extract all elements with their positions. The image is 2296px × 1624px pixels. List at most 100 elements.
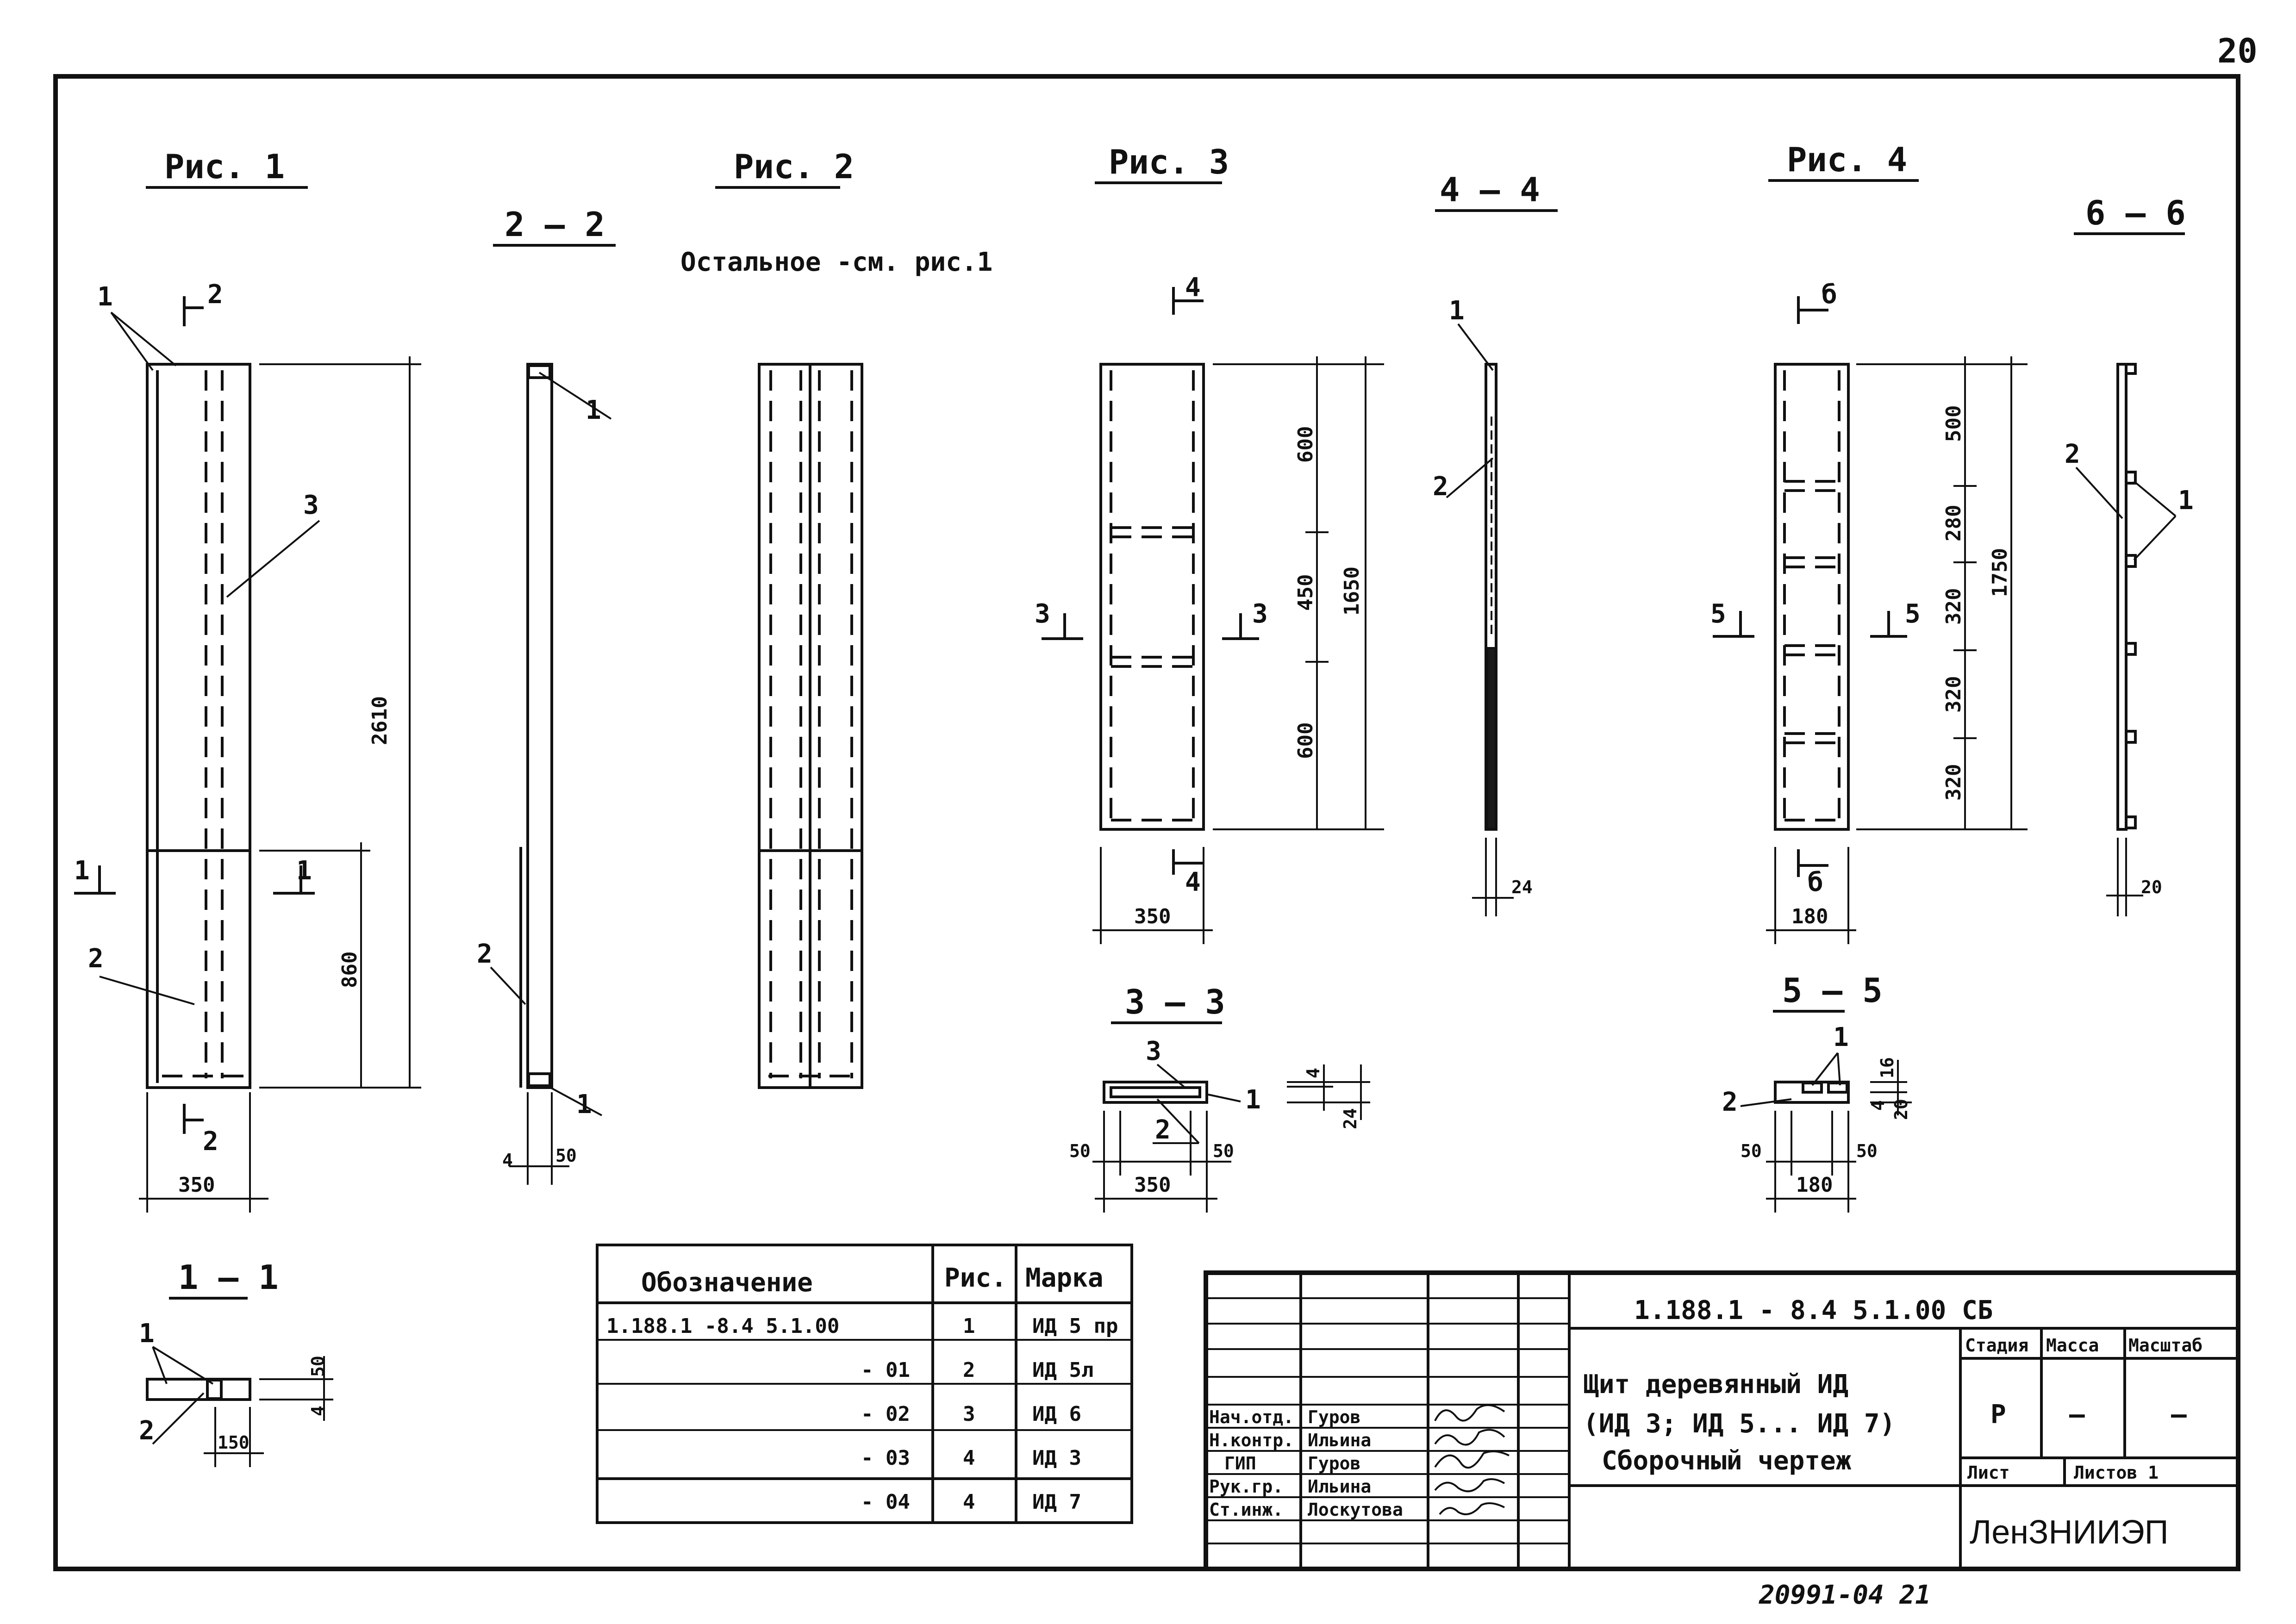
- sheet-frame: [53, 74, 2240, 1571]
- svg-text:4: 4: [1303, 1068, 1323, 1078]
- section-4-4: 4 — 4 1 2 24: [1433, 170, 1558, 916]
- svg-text:350: 350: [1134, 905, 1171, 928]
- svg-text:16: 16: [1877, 1057, 1897, 1078]
- spec-header-designation: Обозначение: [641, 1268, 813, 1298]
- svg-text:860: 860: [338, 952, 362, 988]
- signature-name: Лоскутова: [1308, 1500, 1403, 1520]
- signature-name: Гуров: [1308, 1453, 1360, 1474]
- mass-header: Масса: [2046, 1335, 2099, 1356]
- svg-text:2: 2: [1722, 1087, 1738, 1117]
- svg-text:4: 4: [1185, 273, 1201, 303]
- rest-see-note: Остальное -см. рис.1: [680, 247, 992, 277]
- svg-text:4: 4: [963, 1446, 975, 1470]
- table-row: - 02: [861, 1402, 910, 1426]
- svg-text:600: 600: [1294, 426, 1317, 463]
- table-row: - 04: [861, 1490, 910, 1514]
- svg-text:24: 24: [1511, 877, 1533, 897]
- svg-text:Рис. 2: Рис. 2: [734, 147, 854, 186]
- signature-name: Ильина: [1308, 1430, 1371, 1450]
- signature-role: ГИП: [1224, 1453, 1256, 1474]
- signature-role: Нач.отд.: [1209, 1407, 1294, 1427]
- svg-text:ИД 5 пр: ИД 5 пр: [1032, 1314, 1118, 1338]
- signature-role: Ст.инж.: [1209, 1500, 1283, 1520]
- svg-text:280: 280: [1942, 505, 1965, 541]
- svg-text:320: 320: [1942, 588, 1965, 625]
- svg-text:50: 50: [1856, 1141, 1878, 1161]
- svg-text:3 — 3: 3 — 3: [1125, 983, 1225, 1021]
- svg-text:180: 180: [1796, 1173, 1833, 1197]
- svg-text:4: 4: [963, 1490, 975, 1514]
- svg-text:5 — 5: 5 — 5: [1782, 971, 1883, 1010]
- svg-text:ИД 5л: ИД 5л: [1032, 1358, 1093, 1382]
- svg-text:50: 50: [555, 1145, 577, 1166]
- svg-text:1: 1: [74, 856, 90, 886]
- spec-header-mark: Марка: [1025, 1263, 1104, 1293]
- signature-role: Рук.гр.: [1209, 1476, 1283, 1497]
- svg-text:350: 350: [178, 1173, 215, 1197]
- table-row: 1.188.1 -8.4 5.1.00: [606, 1314, 839, 1338]
- svg-text:4: 4: [502, 1150, 513, 1170]
- svg-text:б: б: [1808, 867, 1823, 897]
- figure-1: Рис. 1 2 2 1 3 2 1 1 2610 860 350: [74, 147, 421, 1213]
- doc-code: 1.188.1 - 8.4 5.1.00 СБ: [1634, 1295, 1993, 1325]
- svg-text:2: 2: [203, 1126, 218, 1157]
- svg-text:3: 3: [1252, 599, 1268, 629]
- figure-2: Рис. 2 Остальное -см. рис.1: [680, 147, 992, 1089]
- svg-text:4: 4: [308, 1406, 328, 1416]
- svg-text:1: 1: [1245, 1085, 1261, 1115]
- svg-text:Рис. 4: Рис. 4: [1787, 140, 1907, 179]
- section-5-5: 5 — 5 1 2 16 4 20 50 50 180: [1722, 971, 1912, 1213]
- svg-text:3: 3: [303, 490, 319, 520]
- section-2-2: 2 — 2 1 2 1 4 50: [477, 205, 616, 1185]
- svg-text:500: 500: [1942, 405, 1965, 442]
- svg-text:Рис. 3: Рис. 3: [1109, 143, 1229, 181]
- table-row: - 01: [861, 1358, 910, 1382]
- svg-text:1: 1: [963, 1314, 975, 1338]
- svg-text:3: 3: [963, 1402, 975, 1426]
- svg-text:1: 1: [2178, 485, 2194, 516]
- fig1-outline: [146, 363, 251, 1089]
- svg-text:5: 5: [1905, 599, 1921, 629]
- scale-value: —: [2171, 1400, 2187, 1430]
- sheets-label: Листов 1: [2074, 1462, 2159, 1483]
- svg-text:180: 180: [1791, 905, 1828, 928]
- svg-text:50: 50: [1741, 1141, 1762, 1161]
- sheet-label: Лист: [1967, 1462, 2010, 1483]
- svg-text:ИД 6: ИД 6: [1032, 1402, 1081, 1426]
- svg-text:1: 1: [139, 1319, 155, 1349]
- svg-text:150: 150: [218, 1432, 250, 1453]
- svg-text:4 — 4: 4 — 4: [1440, 170, 1540, 209]
- svg-text:50: 50: [308, 1356, 328, 1377]
- svg-text:ИД 3: ИД 3: [1032, 1446, 1081, 1470]
- svg-text:2: 2: [963, 1358, 975, 1382]
- svg-text:24: 24: [1340, 1108, 1360, 1129]
- svg-text:3: 3: [1035, 599, 1050, 629]
- doc-title-line1: Щит деревянный ИД: [1583, 1369, 1848, 1400]
- stage-value: Р: [1990, 1400, 2006, 1430]
- svg-text:320: 320: [1942, 764, 1965, 801]
- svg-text:2610: 2610: [368, 696, 392, 745]
- page-number: 20: [2217, 31, 2258, 70]
- figure-4: Рис. 4 б 5 5 б 500 280 320 320 320: [1710, 140, 2028, 944]
- svg-text:3: 3: [1146, 1036, 1161, 1066]
- svg-text:50: 50: [1069, 1141, 1091, 1161]
- svg-text:1: 1: [576, 1089, 592, 1120]
- svg-text:2: 2: [477, 939, 493, 969]
- table-row: - 03: [861, 1446, 910, 1470]
- svg-text:350: 350: [1134, 1173, 1171, 1197]
- svg-text:ИД 7: ИД 7: [1032, 1490, 1081, 1514]
- svg-text:2: 2: [88, 944, 104, 974]
- stage-header: Стадия: [1965, 1335, 2028, 1356]
- svg-text:1: 1: [296, 856, 312, 886]
- title-block: Нач.отд. Гуров Н.контр. Ильина ГИП Гуров…: [1204, 1270, 2240, 1571]
- svg-text:1 — 1: 1 — 1: [178, 1258, 279, 1297]
- svg-text:320: 320: [1942, 676, 1965, 713]
- svg-text:2: 2: [1433, 472, 1448, 502]
- svg-text:2: 2: [1155, 1115, 1171, 1145]
- mass-value: —: [2069, 1400, 2085, 1430]
- spec-table: Обозначение Рис. Марка 1.188.1 -8.4 5.1.…: [596, 1244, 1133, 1524]
- svg-text:1: 1: [97, 282, 113, 312]
- signature-name: Ильина: [1308, 1476, 1371, 1497]
- svg-text:4: 4: [1868, 1100, 1888, 1111]
